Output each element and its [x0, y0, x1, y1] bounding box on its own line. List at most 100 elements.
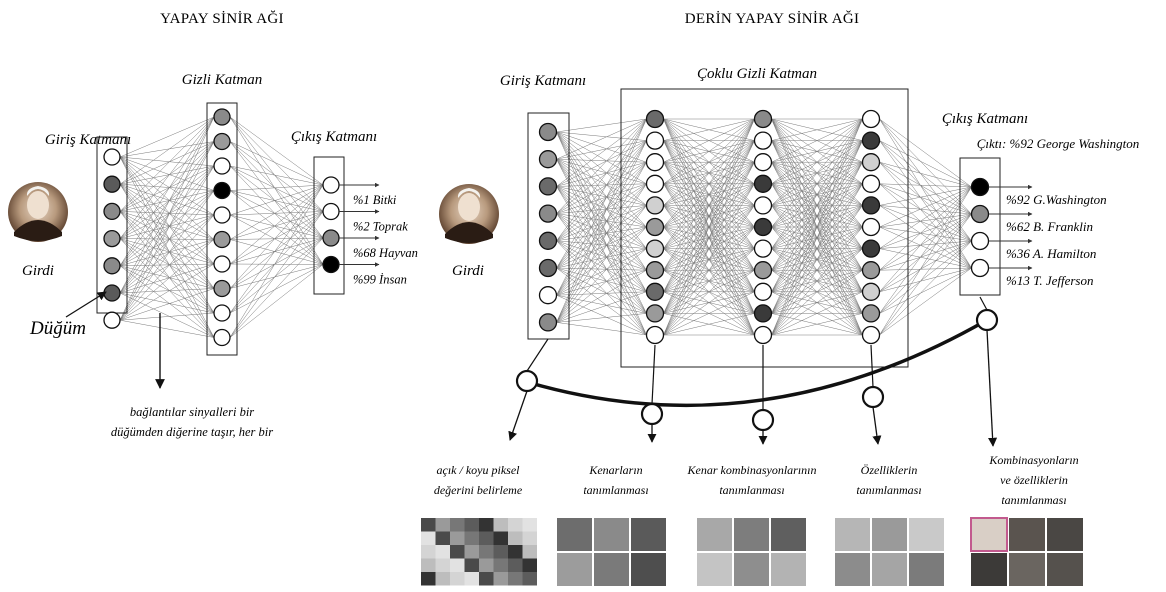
- connection-line: [119, 116, 215, 185]
- right-hidden3-nodes: [861, 109, 881, 345]
- right-hidden2-node: [753, 174, 773, 193]
- connection-line: [771, 118, 863, 206]
- junction-circle: [640, 402, 664, 426]
- connection-line: [879, 183, 972, 269]
- connection-line: [879, 183, 972, 215]
- left-input-layer-label: Giriş Katmanı: [45, 132, 131, 148]
- connection-line: [771, 140, 863, 336]
- connection-line: [229, 211, 324, 338]
- thumbnail-cell: [479, 545, 494, 559]
- stage-label-line: Kombinasyonların: [988, 453, 1078, 467]
- connection-line: [556, 269, 647, 323]
- left-input-node: [103, 229, 121, 248]
- right-hidden1-node: [645, 304, 665, 323]
- right-input-node: [538, 231, 558, 250]
- connections-note-line1: bağlantılar sinyalleri bir: [130, 405, 254, 419]
- connection-line: [229, 264, 324, 314]
- stage-label-line: tanımlanması: [719, 483, 784, 497]
- connection-line: [119, 211, 215, 265]
- thumbnails-edge-combos: [697, 518, 806, 586]
- connection-line: [119, 211, 215, 240]
- stage-label-line: Özelliklerin: [861, 462, 918, 477]
- connection-line: [119, 141, 215, 294]
- connection-line: [771, 118, 863, 163]
- right-hidden1-node: [645, 153, 665, 172]
- connection-line: [556, 118, 647, 323]
- connection-line: [879, 140, 972, 242]
- connection-line: [229, 214, 324, 239]
- connection-line: [229, 141, 324, 265]
- connection-line: [119, 238, 215, 265]
- right-input-node: [538, 150, 558, 169]
- connection-line: [229, 211, 324, 314]
- stage-junctions: [508, 296, 999, 447]
- right-hidden2-node: [753, 304, 773, 323]
- connection-line: [229, 190, 324, 239]
- connection-line: [663, 118, 755, 336]
- thumbnail-cell: [835, 518, 870, 551]
- thumbnail-cell: [522, 572, 537, 586]
- connection-line: [119, 190, 215, 212]
- connection-line: [119, 288, 215, 321]
- connection-line: [229, 184, 324, 289]
- junction-link: [870, 344, 874, 388]
- thumbnail-cell: [508, 518, 523, 532]
- right-hidden3-node: [861, 153, 881, 172]
- connection-line: [556, 162, 647, 269]
- connection-line: [771, 118, 863, 271]
- connection-line: [663, 162, 755, 336]
- connection-line: [119, 239, 215, 267]
- connection-line: [556, 269, 647, 296]
- connection-line: [879, 205, 972, 242]
- thumbnail-cell: [1047, 518, 1083, 551]
- right-output-caption: Çıktı: %92 George Washington: [977, 136, 1140, 151]
- connection-line: [229, 184, 324, 314]
- connection-line: [663, 118, 755, 141]
- right-hidden3-node: [861, 261, 881, 280]
- thumbnail-cell: [464, 572, 479, 586]
- connection-line: [119, 214, 215, 321]
- connection-line: [229, 214, 324, 265]
- connection-line: [663, 118, 755, 163]
- connection-line: [556, 162, 647, 296]
- connection-line: [119, 141, 215, 239]
- connection-line: [879, 248, 972, 269]
- thumbnail-cell: [631, 518, 666, 551]
- connection-line: [229, 190, 324, 265]
- connection-line: [229, 184, 324, 216]
- connection-line: [771, 205, 863, 336]
- right-input-node: [538, 286, 558, 305]
- connection-line: [556, 118, 647, 214]
- right-hidden2-node: [753, 196, 773, 215]
- right-output-node: [970, 231, 990, 251]
- connection-line: [119, 165, 215, 239]
- right-input-node: [538, 177, 558, 196]
- connection-line: [771, 118, 863, 249]
- connection-line: [229, 237, 324, 240]
- connection-line: [879, 267, 972, 271]
- thumbnail-cell: [557, 518, 592, 551]
- connection-line: [556, 183, 647, 269]
- thumbnail-cell: [493, 558, 508, 572]
- left-output-nodes: [322, 176, 340, 274]
- connection-line: [663, 248, 755, 336]
- right-hidden2-node: [753, 239, 773, 258]
- thumbnail-cell: [421, 518, 436, 532]
- connection-line: [556, 240, 647, 249]
- right-input-layer-box: [527, 112, 570, 340]
- connection-line: [119, 211, 215, 314]
- right-hidden1-node: [645, 131, 665, 150]
- stage-label-line: tanımlanması: [583, 483, 648, 497]
- connection-line: [119, 190, 215, 294]
- connection-line: [663, 118, 755, 206]
- right-hidden1-node: [645, 261, 665, 280]
- connection-line: [556, 183, 647, 296]
- connection-line: [879, 186, 972, 314]
- right-hidden2-node: [753, 131, 773, 150]
- left-input-node: [103, 257, 121, 275]
- left-output-layer-label: Çıkış Katmanı: [291, 129, 377, 145]
- connection-line: [119, 156, 215, 216]
- connection-line: [119, 238, 215, 289]
- right-output-label: %13 T. Jefferson: [1006, 273, 1094, 288]
- connection-line: [771, 118, 863, 314]
